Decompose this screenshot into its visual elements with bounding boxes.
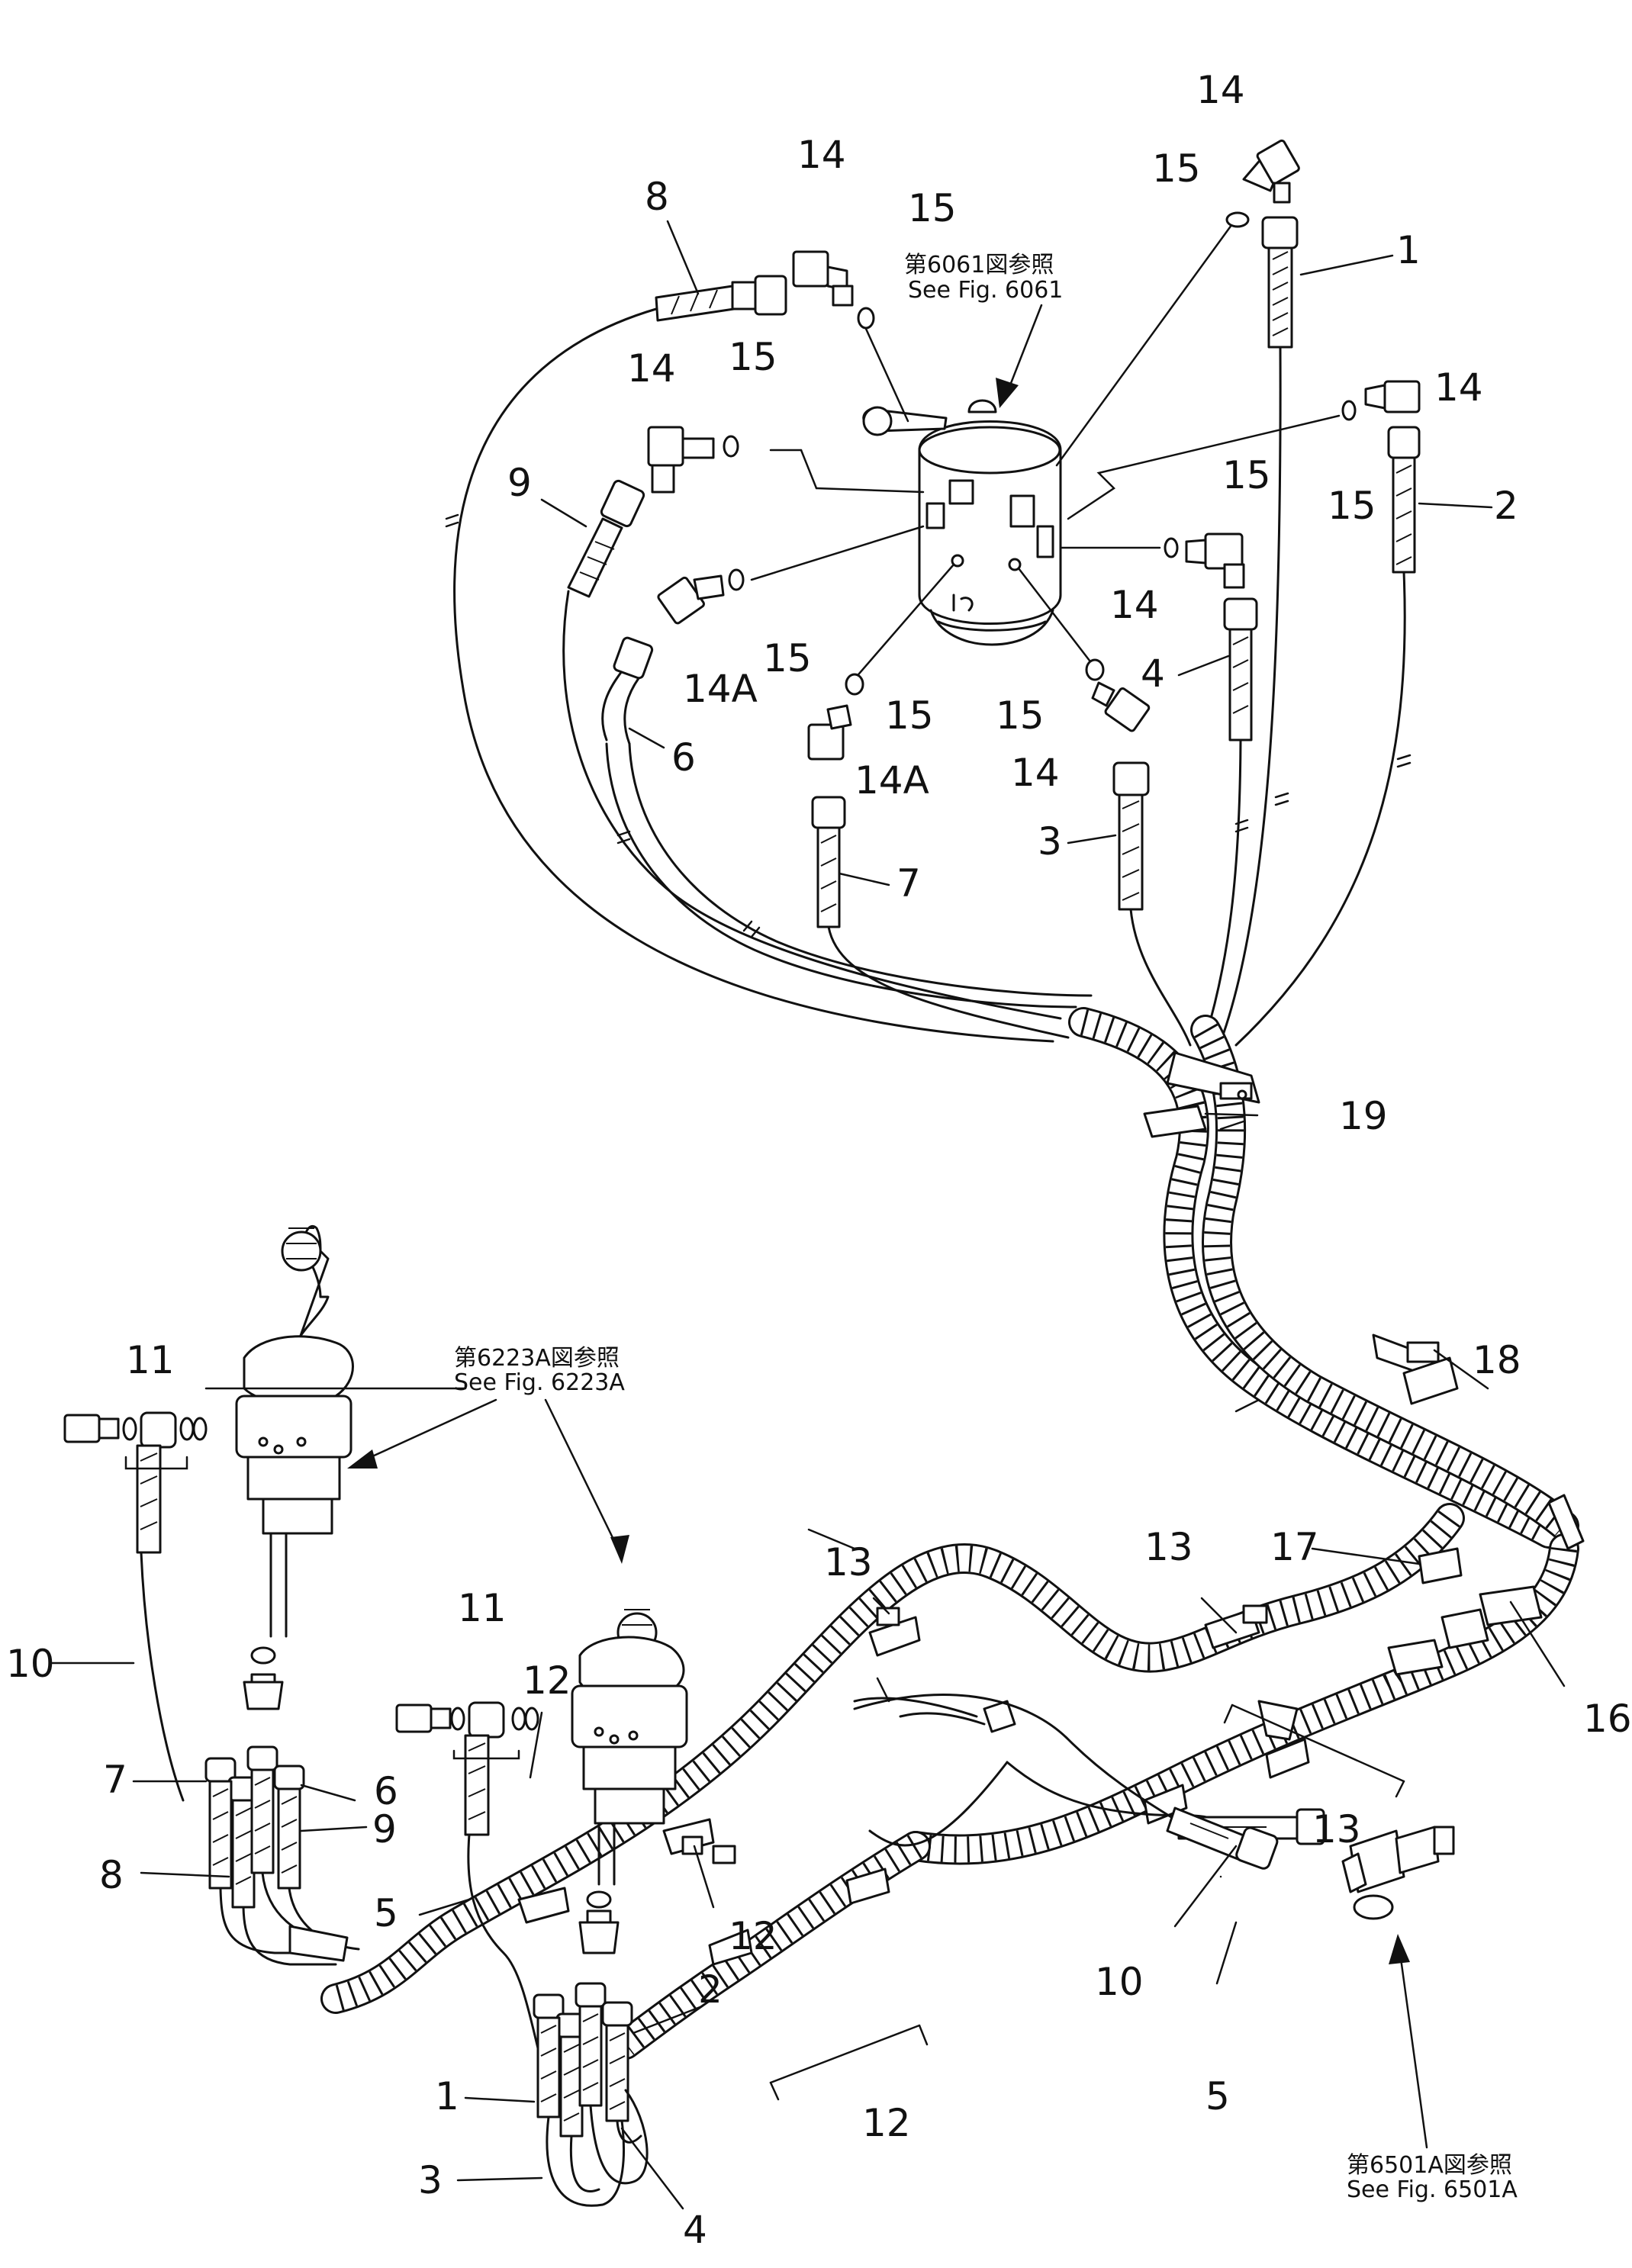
hose-1-top bbox=[1261, 216, 1299, 349]
fig-6501a-en: See Fig. 6501A bbox=[1347, 2176, 1518, 2203]
callout-leaders bbox=[48, 220, 1566, 2210]
fig-6223a-jp: 第6223A図参照 bbox=[454, 1345, 620, 1372]
callout-9: 9 bbox=[507, 461, 532, 505]
callout-labels: 14 15 1 14 15 8 14 15 2 14 15 9 15 14 15… bbox=[6, 68, 1632, 2252]
callout-1: 1 bbox=[435, 2074, 459, 2118]
callout-4: 4 bbox=[1141, 651, 1165, 696]
callout-19: 19 bbox=[1339, 1094, 1388, 1138]
callout-2: 2 bbox=[1494, 484, 1518, 528]
hose-8-top bbox=[655, 275, 787, 322]
fig-6061-jp: 第6061図参照 bbox=[904, 252, 1054, 278]
callout-14: 14 bbox=[797, 133, 846, 177]
callout-10: 10 bbox=[1095, 1960, 1144, 2004]
callout-9: 9 bbox=[372, 1807, 397, 1851]
callout-3: 3 bbox=[418, 2158, 443, 2202]
hose-runs-top bbox=[445, 307, 1412, 1047]
hose-10-lower-run bbox=[853, 1693, 1279, 1870]
callout-15: 15 bbox=[1152, 146, 1201, 191]
fig-6501a-jp: 第6501A図参照 bbox=[1347, 2152, 1512, 2179]
elbow-fitting-14A-center bbox=[807, 704, 852, 761]
elbow-fitting-14-mid-right bbox=[1185, 532, 1245, 589]
callout-15: 15 bbox=[729, 335, 777, 379]
fitting-set-11-upper bbox=[63, 1411, 208, 1554]
callout-8: 8 bbox=[645, 175, 669, 219]
callout-15: 15 bbox=[1222, 453, 1271, 497]
ppc-valve-lower bbox=[571, 1609, 688, 1825]
callout-18: 18 bbox=[1473, 1338, 1521, 1382]
fitting-set-11-lower bbox=[395, 1701, 539, 1836]
elbow-fitting-14-lower-right bbox=[1091, 681, 1151, 732]
ppc-connector-lower bbox=[578, 1822, 620, 1954]
elbow-fitting-14A-left bbox=[657, 574, 725, 625]
fig-6061-reference: 第6061図参照 See Fig. 6061 bbox=[904, 252, 1063, 408]
callout-14: 14 bbox=[1011, 751, 1060, 795]
callout-14A: 14A bbox=[683, 667, 758, 711]
callout-16: 16 bbox=[1583, 1697, 1632, 1741]
elbow-fitting-14-right bbox=[1364, 380, 1421, 413]
callout-7: 7 bbox=[896, 861, 921, 906]
hose-7-top bbox=[811, 796, 846, 928]
hose-9-top bbox=[567, 479, 645, 598]
callout-11: 11 bbox=[126, 1338, 175, 1382]
o-rings-15 bbox=[723, 211, 1357, 696]
callout-13: 13 bbox=[1144, 1525, 1193, 1569]
fig-6501a-reference: 第6501A図参照 See Fig. 6501A bbox=[1347, 1934, 1518, 2203]
wrapped-bundle bbox=[320, 1007, 1585, 2060]
callout-12: 12 bbox=[523, 1658, 571, 1703]
callout-3: 3 bbox=[1038, 819, 1062, 864]
hose-4-top bbox=[1223, 597, 1258, 742]
hose-2-top bbox=[1387, 426, 1421, 574]
hoses-6789-lower-left bbox=[204, 1745, 360, 1966]
callout-13: 13 bbox=[824, 1540, 873, 1584]
callout-10: 10 bbox=[6, 1642, 55, 1686]
callout-5: 5 bbox=[1205, 2074, 1230, 2118]
callout-12: 12 bbox=[729, 1914, 777, 1958]
callout-12: 12 bbox=[862, 2101, 911, 2145]
callout-7: 7 bbox=[103, 1758, 127, 1802]
callout-15: 15 bbox=[1328, 484, 1376, 528]
callout-4: 4 bbox=[683, 2208, 707, 2252]
fig-6223a-en: See Fig. 6223A bbox=[454, 1369, 625, 1396]
callout-6: 6 bbox=[671, 735, 696, 780]
fig-6061-en: See Fig. 6061 bbox=[908, 277, 1063, 304]
callout-15: 15 bbox=[763, 636, 812, 680]
elbow-fitting-14-top-center bbox=[792, 250, 854, 307]
group-brackets bbox=[124, 1383, 1405, 2101]
callout-5: 5 bbox=[374, 1891, 398, 1935]
callout-1: 1 bbox=[1396, 228, 1421, 272]
callout-14: 14 bbox=[1110, 583, 1159, 627]
elbow-fitting-14-left bbox=[647, 426, 715, 494]
swivel-joint bbox=[862, 399, 1062, 646]
hose-3-top bbox=[1112, 761, 1150, 911]
elbow-fitting-14-top-right bbox=[1242, 139, 1300, 204]
callout-17: 17 bbox=[1270, 1525, 1319, 1569]
hose-6-top bbox=[601, 636, 654, 745]
fig-6223a-reference: 第6223A図参照 See Fig. 6223A bbox=[347, 1345, 629, 1564]
callout-2: 2 bbox=[698, 1967, 723, 2012]
callout-15: 15 bbox=[885, 693, 934, 738]
hoses-1234-lower bbox=[533, 1982, 649, 2207]
callout-15: 15 bbox=[908, 186, 957, 230]
callout-13: 13 bbox=[1312, 1807, 1361, 1851]
callout-8: 8 bbox=[99, 1853, 124, 1897]
callout-14: 14 bbox=[627, 346, 676, 391]
callout-14A: 14A bbox=[855, 758, 929, 803]
callout-15: 15 bbox=[996, 693, 1045, 738]
swivel-leaders bbox=[750, 212, 1341, 680]
ppc-connector-upper bbox=[243, 1532, 288, 1710]
callout-14: 14 bbox=[1434, 365, 1483, 410]
ppc-valve-upper bbox=[235, 1225, 354, 1535]
callout-6: 6 bbox=[374, 1769, 398, 1813]
callout-11: 11 bbox=[458, 1586, 507, 1630]
swing-motor-connector bbox=[1341, 1826, 1455, 1920]
callout-14: 14 bbox=[1196, 68, 1245, 112]
